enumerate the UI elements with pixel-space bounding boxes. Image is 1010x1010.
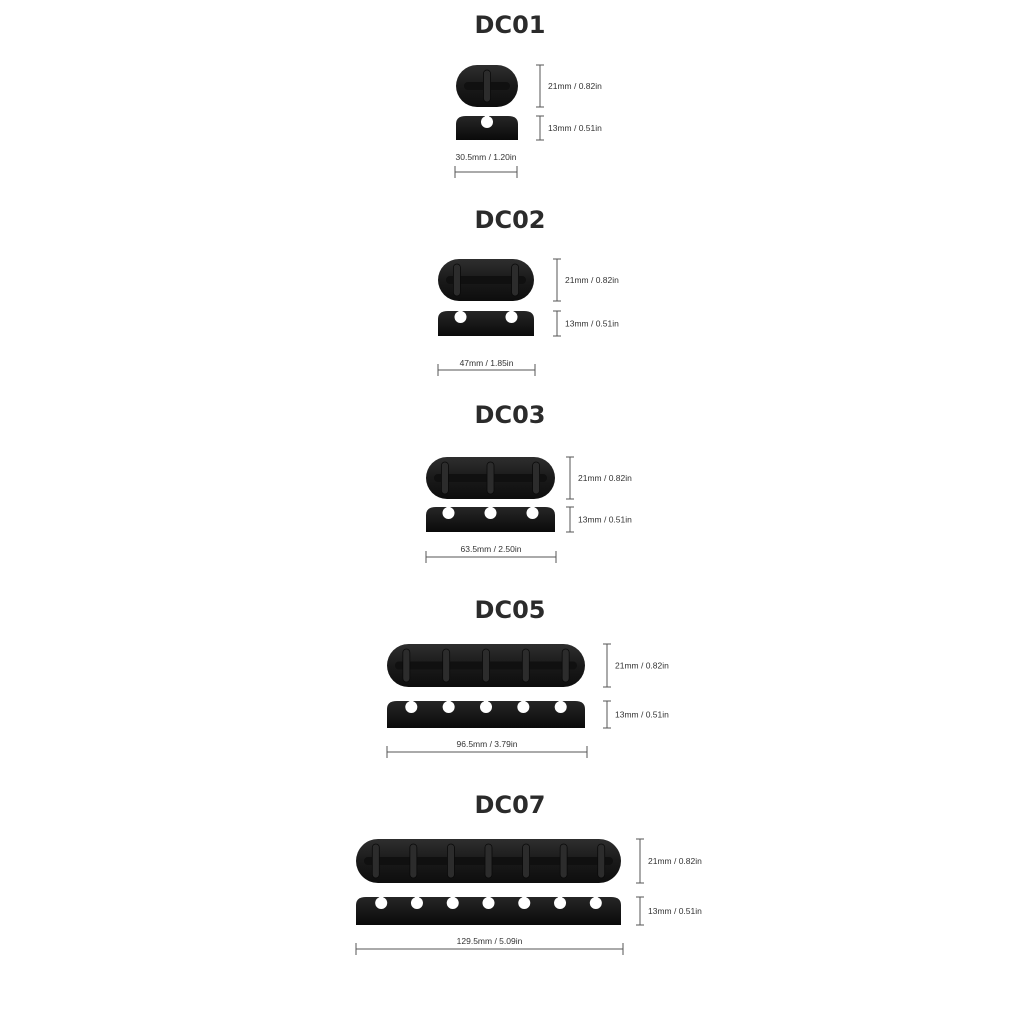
cable-hole bbox=[481, 116, 493, 128]
length-dimension: 96.5mm / 3.79in bbox=[386, 739, 588, 758]
side-view-body bbox=[387, 701, 585, 728]
height-dimension-label: 21mm / 0.82in bbox=[548, 81, 602, 91]
top-view bbox=[387, 644, 585, 687]
slot-ridge bbox=[452, 263, 461, 297]
cable-slit bbox=[488, 506, 493, 511]
cable-slit bbox=[486, 896, 491, 901]
cable-slit bbox=[558, 896, 563, 901]
length-dimension: 129.5mm / 5.09in bbox=[355, 936, 624, 955]
model-title: DC01 bbox=[475, 11, 546, 39]
slot-ridge bbox=[511, 263, 520, 297]
cable-slit bbox=[409, 700, 414, 705]
slot-ridge bbox=[559, 843, 568, 879]
cable-slit bbox=[458, 310, 463, 315]
cable-hole bbox=[405, 701, 418, 713]
top-view bbox=[456, 65, 518, 107]
cable-slit bbox=[484, 700, 488, 705]
slot-ridge bbox=[447, 843, 455, 879]
cable-slit bbox=[414, 896, 419, 901]
cable-slit bbox=[450, 896, 455, 901]
top-view bbox=[438, 259, 534, 301]
cable-hole bbox=[554, 897, 567, 909]
height-dimension-label: 21mm / 0.82in bbox=[578, 473, 632, 483]
slot-ridge bbox=[561, 648, 570, 683]
cable-slit bbox=[593, 896, 598, 901]
length-dimension: 30.5mm / 1.20in bbox=[454, 152, 518, 178]
length-dimension-label: 63.5mm / 2.50in bbox=[461, 544, 522, 554]
product-dc03: DC03 21mm / 0.82in 13mm / 0.51in 63.5mm / 2… bbox=[425, 401, 632, 563]
top-view bbox=[356, 839, 621, 883]
height-dimension-label: 21mm / 0.82in bbox=[565, 275, 619, 285]
slot-ridge bbox=[371, 843, 380, 879]
cable-hole bbox=[480, 701, 492, 713]
length-dimension-label: 47mm / 1.85in bbox=[460, 358, 514, 368]
cable-slit bbox=[446, 700, 451, 705]
slot-ridge bbox=[482, 648, 490, 683]
thickness-dimension-label: 13mm / 0.51in bbox=[565, 319, 619, 329]
cable-slit bbox=[558, 700, 563, 705]
cable-hole bbox=[442, 507, 455, 519]
slot-ridge bbox=[484, 843, 493, 879]
side-view-body bbox=[426, 507, 555, 532]
length-dimension-label: 129.5mm / 5.09in bbox=[457, 936, 523, 946]
product-dc07: DC07 21mm / 0.82in 13mm / 0.51in 129.5mm / … bbox=[355, 791, 702, 955]
cable-hole bbox=[554, 701, 567, 713]
side-view-body bbox=[438, 311, 534, 336]
cable-hole bbox=[410, 897, 423, 909]
cable-slit bbox=[509, 310, 514, 315]
thickness-dimension-label: 13mm / 0.51in bbox=[648, 906, 702, 916]
slot-ridge bbox=[597, 843, 606, 879]
slot-ridge bbox=[522, 843, 530, 879]
slot-ridge bbox=[442, 648, 451, 683]
length-dimension: 47mm / 1.85in bbox=[437, 358, 536, 376]
thickness-dimension-label: 13mm / 0.51in bbox=[615, 710, 669, 720]
height-dimension-label: 21mm / 0.82in bbox=[648, 856, 702, 866]
cable-slit bbox=[521, 700, 526, 705]
product-dc02: DC02 21mm / 0.82in 13mm / 0.51in 47mm / 1.8… bbox=[437, 206, 619, 376]
cable-slit bbox=[530, 506, 535, 511]
top-view-groove bbox=[446, 276, 526, 284]
slot-ridge bbox=[483, 69, 491, 103]
cable-hole bbox=[454, 311, 467, 323]
model-title: DC07 bbox=[475, 791, 546, 819]
cable-slit bbox=[446, 506, 451, 511]
product-dc01: DC01 21mm / 0.82in 13mm / 0.51in 30.5mm / 1… bbox=[454, 11, 602, 178]
length-dimension: 63.5mm / 2.50in bbox=[425, 544, 557, 563]
cable-slit bbox=[379, 896, 384, 901]
side-view bbox=[438, 310, 534, 336]
height-dimension-label: 21mm / 0.82in bbox=[615, 661, 669, 671]
cable-hole bbox=[375, 897, 388, 909]
side-view bbox=[356, 896, 621, 925]
cable-hole bbox=[518, 897, 531, 909]
top-view bbox=[426, 457, 555, 499]
cable-hole bbox=[526, 507, 539, 519]
cable-hole bbox=[482, 897, 495, 909]
product-dc05: DC05 21mm / 0.82in 13mm / 0.51in 96.5mm / 3… bbox=[386, 596, 669, 758]
model-title: DC02 bbox=[475, 206, 546, 234]
model-title: DC05 bbox=[475, 596, 546, 624]
cable-hole bbox=[517, 701, 530, 713]
cable-hole bbox=[442, 701, 455, 713]
cable-slit bbox=[485, 115, 489, 120]
model-title: DC03 bbox=[475, 401, 546, 429]
slot-ridge bbox=[532, 461, 540, 495]
cable-slit bbox=[522, 896, 527, 901]
length-dimension-label: 96.5mm / 3.79in bbox=[457, 739, 518, 749]
slot-ridge bbox=[521, 648, 530, 683]
side-view bbox=[426, 506, 555, 532]
cable-hole bbox=[446, 897, 459, 909]
side-view bbox=[456, 115, 518, 140]
slot-ridge bbox=[402, 648, 411, 683]
slot-ridge bbox=[440, 461, 449, 495]
thickness-dimension-label: 13mm / 0.51in bbox=[578, 515, 632, 525]
cable-hole bbox=[589, 897, 602, 909]
cable-hole bbox=[484, 507, 497, 519]
side-view bbox=[387, 700, 585, 728]
cable-hole bbox=[505, 311, 518, 323]
slot-ridge bbox=[409, 843, 418, 879]
thickness-dimension-label: 13mm / 0.51in bbox=[548, 123, 602, 133]
slot-ridge bbox=[486, 461, 495, 495]
length-dimension-label: 30.5mm / 1.20in bbox=[456, 152, 517, 162]
